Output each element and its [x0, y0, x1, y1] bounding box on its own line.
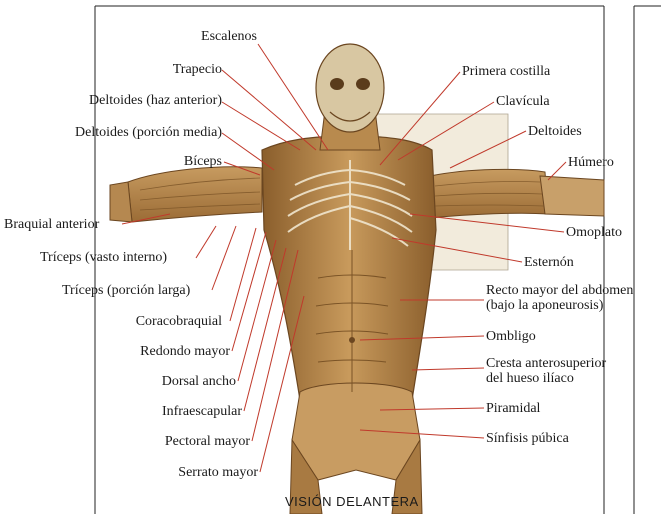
label-escalenos: Escalenos	[201, 29, 257, 44]
label-triceps-vasto-interno: Tríceps (vasto interno)	[40, 250, 167, 265]
label-infraescapular: Infraescapular	[162, 404, 242, 419]
figure-caption: VISIÓN DELANTERA	[285, 494, 419, 509]
label-serrato-mayor: Serrato mayor	[178, 465, 258, 480]
pelvis	[292, 383, 420, 480]
navel	[349, 337, 355, 343]
left-arm	[128, 167, 262, 222]
label-primera-costilla: Primera costilla	[462, 64, 550, 79]
label-trapecio: Trapecio	[173, 62, 222, 77]
label-recto-mayor-line1: Recto mayor del abdomen	[486, 283, 633, 298]
head	[316, 44, 384, 132]
label-piramidal: Piramidal	[486, 401, 540, 416]
label-deltoides-haz-anterior: Deltoides (haz anterior)	[89, 93, 222, 108]
label-ombligo: Ombligo	[486, 329, 536, 344]
label-cresta-line2: del hueso ilíaco	[486, 371, 574, 386]
label-deltoides: Deltoides	[528, 124, 582, 139]
label-recto-mayor-line2: (bajo la aponeurosis)	[486, 298, 603, 313]
left-eye-socket	[330, 78, 344, 90]
label-dorsal-ancho: Dorsal ancho	[162, 374, 236, 389]
label-omoplato: Omoplato	[566, 225, 622, 240]
label-pectoral-mayor: Pectoral mayor	[165, 434, 250, 449]
label-cresta-line1: Cresta anterosuperior	[486, 356, 606, 371]
label-sinfisis-pubica: Sínfisis púbica	[486, 431, 569, 446]
label-biceps: Bíceps	[184, 154, 222, 169]
label-esternon: Esternón	[524, 255, 574, 270]
label-humero: Húmero	[568, 155, 614, 170]
right-forearm	[540, 176, 604, 216]
label-clavicula: Clavícula	[496, 94, 550, 109]
label-braquial-anterior: Braquial anterior	[4, 217, 99, 232]
left-forearm	[110, 182, 132, 222]
label-deltoides-porcion-media: Deltoides (porción media)	[75, 125, 222, 140]
label-triceps-porcion-larga: Tríceps (porción larga)	[62, 283, 190, 298]
right-eye-socket	[356, 78, 370, 90]
label-coracobraquial: Coracobraquial	[136, 314, 222, 329]
label-redondo-mayor: Redondo mayor	[140, 344, 230, 359]
